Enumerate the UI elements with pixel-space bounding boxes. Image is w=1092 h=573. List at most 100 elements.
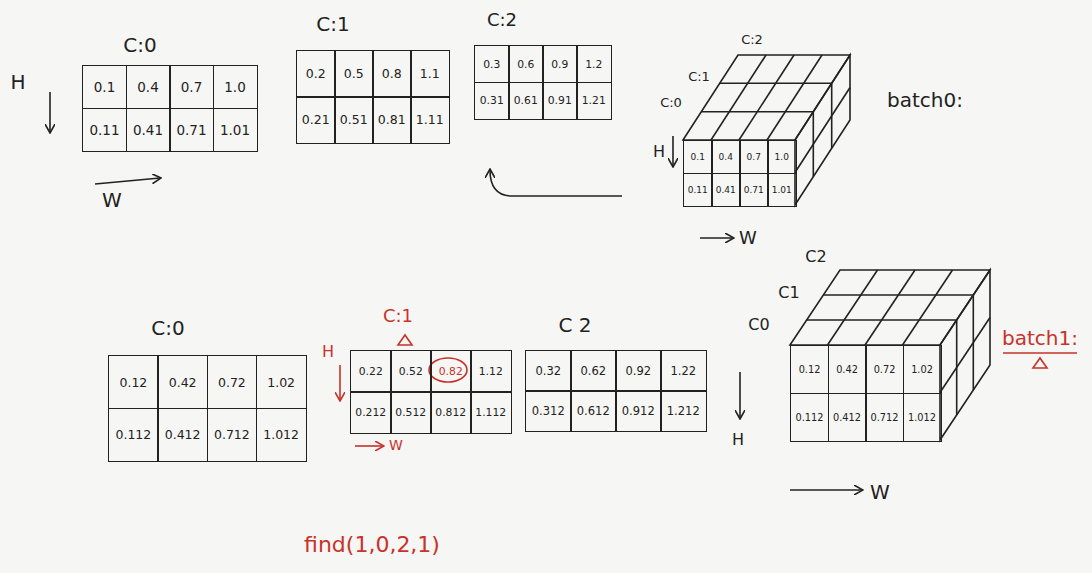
cell-value: 0.312 — [525, 390, 572, 432]
cell-value: 0.712 — [207, 408, 258, 462]
cube-batch0 — [720, 83, 832, 85]
cell-value: 0.412 — [157, 408, 208, 462]
cell-value: 0.71 — [169, 108, 214, 152]
channel-label: C:1 — [688, 70, 710, 84]
cell-value: 1.01 — [767, 173, 797, 207]
channel-label: C:0 — [123, 34, 156, 56]
cell-value: 0.11 — [683, 173, 713, 207]
channel-label: C:2 — [487, 10, 517, 30]
highlight-marks — [1003, 352, 1077, 354]
cell-value: 0.212 — [350, 391, 392, 434]
cell-value: 0.4 — [711, 140, 741, 174]
cell-value: 0.41 — [711, 173, 741, 207]
cell-value: 0.92 — [615, 350, 662, 392]
cube-batch0 — [701, 111, 813, 113]
cell-value: 1.0 — [213, 65, 258, 109]
axis-arrows — [95, 178, 160, 184]
channel-label: C2 — [805, 248, 826, 266]
cell-value: 1.112 — [470, 391, 512, 434]
cube-batch0 — [795, 55, 850, 205]
cell-value: 0.51 — [334, 96, 374, 144]
cell-value: 1.0 — [767, 140, 797, 174]
batch-label: batch1: — [1002, 327, 1078, 349]
query-label: find(1,0,2,1) — [304, 533, 440, 557]
cell-value: 0.72 — [865, 345, 904, 394]
cube-batch1 — [865, 270, 915, 345]
axis-label: H — [653, 143, 665, 161]
channel-label: C:1 — [316, 13, 349, 35]
cell-value: 0.1 — [683, 140, 713, 174]
batch-label: batch0: — [887, 89, 963, 111]
cell-value: 1.22 — [660, 350, 707, 392]
cell-value: 0.72 — [207, 355, 258, 409]
axis-arrows — [672, 136, 674, 166]
cell-value: 0.6 — [508, 45, 544, 83]
cube-batch1 — [807, 319, 957, 321]
cell-value: 0.11 — [82, 108, 127, 152]
cell-value: 1.11 — [410, 96, 450, 144]
axis-arrows — [49, 92, 51, 132]
cell-value: 1.02 — [903, 345, 942, 394]
cell-value: 0.612 — [570, 390, 617, 432]
channel-label: C:2 — [741, 33, 763, 47]
cell-value: 0.112 — [790, 393, 829, 442]
highlight-marks — [355, 445, 383, 447]
channel-label: C 2 — [558, 314, 591, 336]
cell-value: 1.12 — [470, 350, 512, 393]
cell-value: 0.812 — [430, 391, 472, 434]
cell-value: 0.5 — [334, 50, 374, 98]
channel-label: C:0 — [660, 96, 682, 110]
cube-batch0 — [795, 88, 850, 173]
cell-value: 0.8 — [372, 50, 412, 98]
cell-value: 0.32 — [525, 350, 572, 392]
axis-arrows — [700, 237, 733, 239]
cell-value: 0.91 — [542, 82, 578, 120]
cell-value: 0.4 — [126, 65, 171, 109]
cell-value: 0.22 — [350, 350, 392, 393]
axis-arrows — [50, 92, 862, 490]
cube-batch0 — [711, 55, 766, 140]
cell-value: 1.01 — [213, 108, 258, 152]
cell-value: 0.7 — [739, 140, 769, 174]
highlight-marks — [398, 335, 412, 345]
cell-value: 1.1 — [410, 50, 450, 98]
cell-value: 0.31 — [474, 82, 510, 120]
cell-value: 1.21 — [576, 82, 612, 120]
cell-value: 1.02 — [256, 355, 307, 409]
cell-value: 0.412 — [828, 393, 867, 442]
axis-label: W — [870, 481, 890, 503]
cell-value: 0.61 — [508, 82, 544, 120]
cell-value: 0.712 — [865, 393, 904, 442]
axis-label: H — [322, 343, 334, 361]
highlight-marks — [1033, 358, 1047, 368]
cell-value: 1.012 — [256, 408, 307, 462]
cube-batch1 — [940, 318, 990, 393]
cell-value: 0.12 — [790, 345, 829, 394]
axis-label: W — [739, 228, 757, 248]
cell-value: 0.42 — [828, 345, 867, 394]
cell-value: 0.912 — [615, 390, 662, 432]
cell-value: 0.21 — [296, 96, 336, 144]
axis-label: H — [732, 431, 744, 449]
cell-value: 0.52 — [390, 350, 432, 393]
cell-value: 1.2 — [576, 45, 612, 83]
cell-value: 0.112 — [108, 408, 159, 462]
cell-value: 0.3 — [474, 45, 510, 83]
cell-value: 0.12 — [108, 355, 159, 409]
cell-value: 0.62 — [570, 350, 617, 392]
axis-arrows — [490, 170, 622, 196]
cell-value: 0.7 — [169, 65, 214, 109]
cell-value: 0.512 — [390, 391, 432, 434]
cube-batch0 — [739, 55, 794, 140]
channel-label: C:1 — [383, 306, 413, 326]
axis-label: W — [389, 438, 403, 453]
cell-value: 0.9 — [542, 45, 578, 83]
cube-batch1 — [823, 294, 973, 296]
cell-value: 0.42 — [157, 355, 208, 409]
channel-label: C1 — [778, 284, 799, 302]
cell-value: 1.012 — [903, 393, 942, 442]
cell-value: 0.71 — [739, 173, 769, 207]
axis-label: W — [102, 189, 122, 211]
